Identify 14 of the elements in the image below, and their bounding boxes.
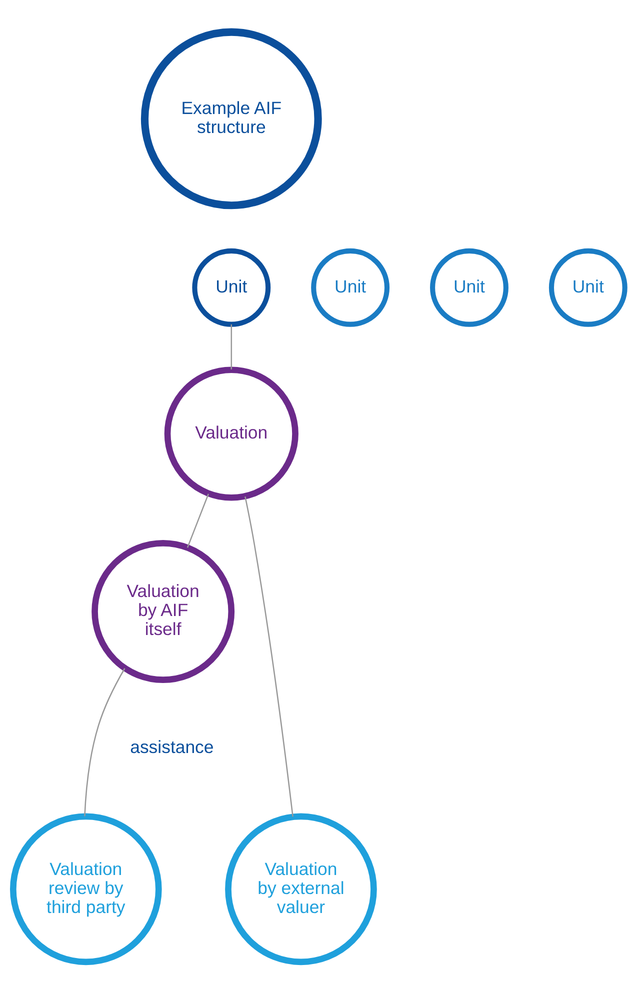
node-circle: Unit (192, 248, 271, 327)
label: assistance (130, 736, 214, 757)
node-circle: Example AIF structure (140, 28, 322, 210)
node-circle: Valuation by AIF itself (92, 540, 235, 683)
connector (244, 496, 294, 817)
node-circle: Valuation by external valuer (225, 813, 377, 966)
node-circle: Valuation (164, 366, 298, 501)
connector (186, 494, 210, 548)
connector (84, 668, 126, 816)
connector (230, 324, 232, 370)
node-circle: Valuation review by third party (10, 813, 162, 966)
node-circle: Unit (548, 248, 628, 327)
node-circle: Unit (430, 248, 508, 327)
node-circle: Unit (311, 248, 390, 327)
